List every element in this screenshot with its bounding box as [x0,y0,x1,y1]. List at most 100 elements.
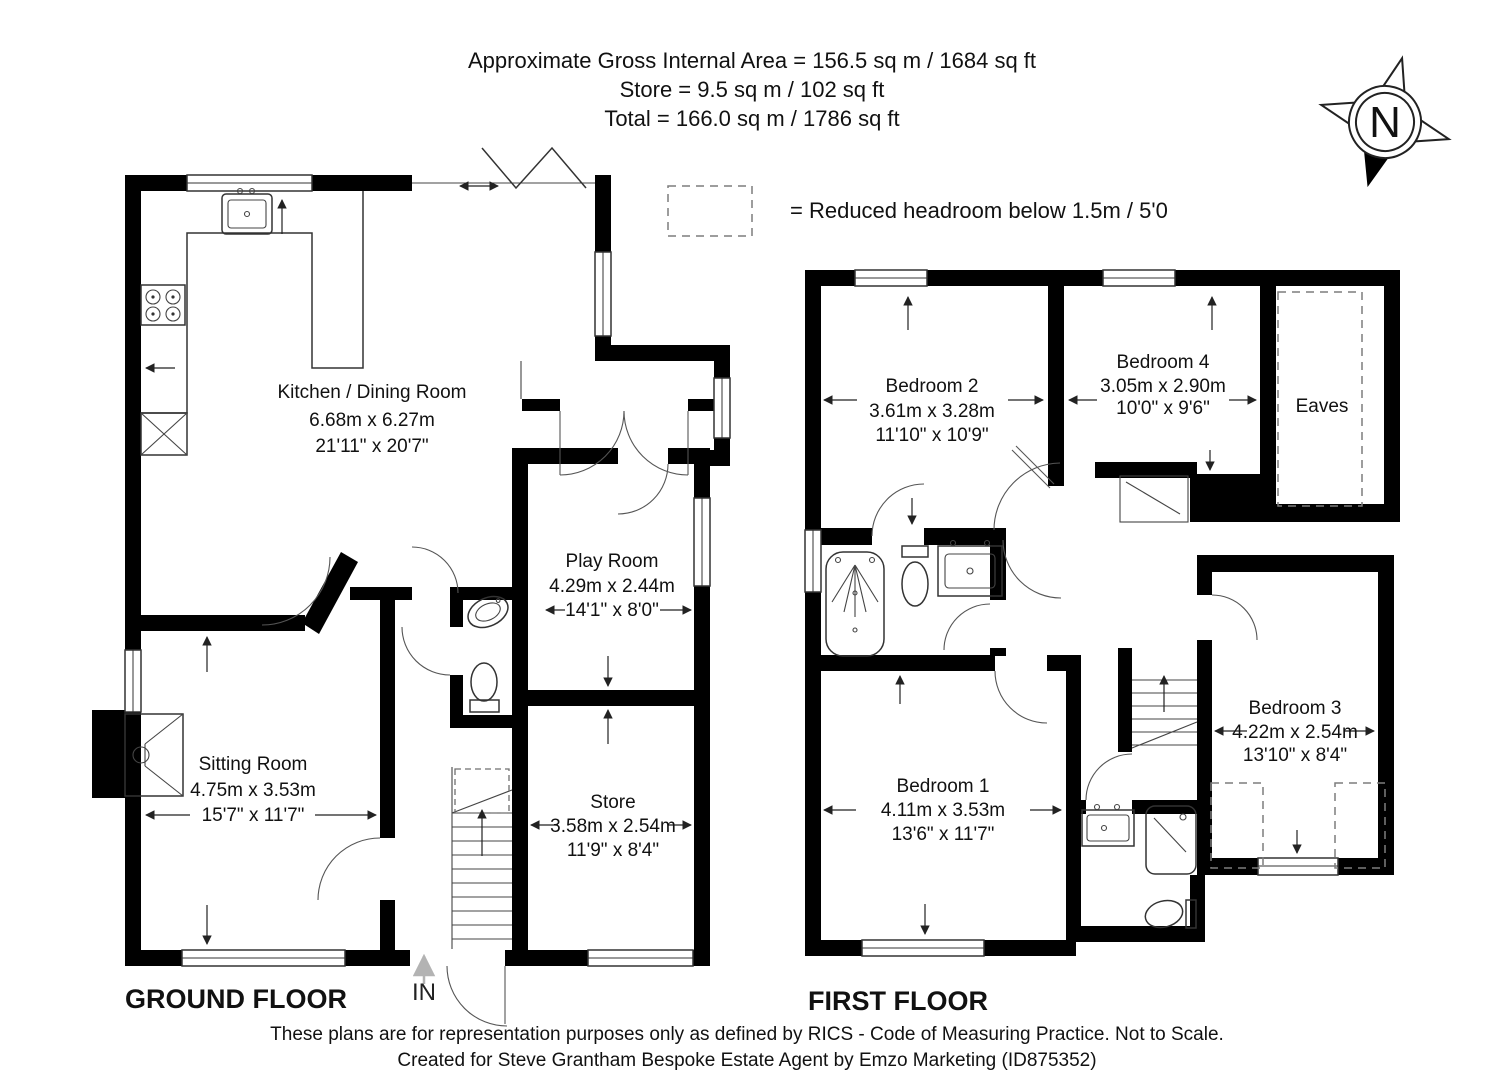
stairs-icon [451,767,513,949]
window [594,251,612,337]
room-imperial: 11'10" x 10'9" [875,425,988,446]
door-arc [943,603,991,651]
room-label-kitchen: Kitchen / Dining Room 6.68m x 6.27m 21'1… [277,382,466,457]
door-arc [623,410,689,476]
ensuite-toilet-icon [1144,899,1197,929]
room-metric: 4.75m x 3.53m [190,780,316,801]
first-floor-dimension-arrows [823,296,1375,935]
footer-line-1: These plans are for representation purpo… [270,1024,1224,1045]
door-arc [617,463,669,515]
room-imperial: 11'9" x 8'4" [567,840,659,861]
room-imperial: 21'11" x 20'7" [315,436,428,457]
first-floor-plan: Bedroom 2 3.61m x 3.28m 11'10" x 10'9" B… [804,269,1400,1016]
appliance-icon [140,412,188,456]
room-name: Kitchen / Dining Room [277,382,466,403]
room-imperial: 14'1" x 8'0" [565,600,659,621]
room-metric: 3.58m x 2.54m [550,816,676,837]
window [1102,269,1176,287]
header-line-1: Approximate Gross Internal Area = 156.5 … [468,48,1036,73]
north-compass-icon: N [1318,55,1452,188]
room-imperial: 10'0" x 9'6" [1116,398,1210,419]
door-arc [1211,594,1258,641]
header-line-3: Total = 166.0 sq m / 1786 sq ft [604,106,899,131]
room-label-eaves: Eaves [1296,396,1349,417]
ground-floor-title: GROUND FLOOR [125,984,347,1014]
room-name: Bedroom 1 [897,776,990,797]
room-name: Bedroom 3 [1249,698,1342,719]
door-arc [1085,753,1133,801]
ground-floor-dimension-arrows [145,181,692,945]
room-metric: 6.68m x 6.27m [309,410,435,431]
first-floor-title: FIRST FLOOR [808,986,988,1016]
window [181,949,346,967]
door-arc [401,626,451,676]
reduced-headroom-area [1210,782,1264,869]
window [693,497,711,587]
door-arc [871,483,925,537]
in-label: IN [412,979,436,1006]
room-label-play: Play Room 4.29m x 2.44m 14'1" x 8'0" [549,551,675,621]
window [861,939,985,957]
footer-line-2: Created for Steve Grantham Bespoke Estat… [397,1050,1096,1071]
first-floor-windows [804,269,1339,957]
door-arc [993,462,1061,531]
reduced-headroom-area [454,768,510,814]
window [186,174,313,192]
room-imperial: 13'6" x 11'7" [892,824,995,845]
room-metric: 4.11m x 3.53m [881,800,1005,821]
window [804,529,822,593]
door-arc [446,965,508,1027]
door-arc [994,670,1048,724]
room-metric: 4.29m x 2.44m [549,576,675,597]
bath-icon [825,551,885,657]
reduced-headroom-swatch [667,185,753,237]
room-metric: 3.61m x 3.28m [869,401,995,422]
reduced-headroom-area [1334,782,1386,869]
window [854,269,928,287]
legend: = Reduced headroom below 1.5m / 5'0 [667,185,1168,237]
door-arc [317,837,381,901]
door-arc [261,556,331,626]
room-label-bedroom2: Bedroom 2 3.61m x 3.28m 11'10" x 10'9" [869,376,995,446]
room-imperial: 15'7" x 11'7" [202,805,305,826]
room-label-sitting: Sitting Room 4.75m x 3.53m 15'7" x 11'7" [190,754,316,826]
window [713,377,731,439]
door-arc [1002,539,1062,599]
room-name: Bedroom 2 [886,376,979,397]
window [124,649,142,713]
kitchen-sink-icon [221,187,273,235]
ground-floor-windows [124,174,731,967]
wc-toilet-icon [469,662,500,713]
fireplace-icon [124,713,184,797]
door-arc [411,546,459,594]
canopy-zigzag [412,146,595,399]
ground-floor-walls [92,175,730,966]
legend-label: = Reduced headroom below 1.5m / 5'0 [790,198,1168,223]
room-label-bedroom1: Bedroom 1 4.11m x 3.53m 13'6" x 11'7" [881,776,1005,845]
vanity-sink-icon [937,539,1003,597]
room-name: Play Room [566,551,659,572]
room-label-bedroom3: Bedroom 3 4.22m x 2.54m 13'10" x 8'4" [1232,698,1358,766]
ensuite-sink-icon [1081,803,1135,847]
ground-floor-plan: Kitchen / Dining Room 6.68m x 6.27m 21'1… [92,146,731,1027]
stove-icon [140,284,186,326]
kitchen-counter-icon [141,191,364,414]
cupboard-icon [1119,475,1189,523]
eaves-dashed-area [1277,291,1363,507]
entrance-in: IN [412,953,436,1006]
room-name: Store [590,792,635,813]
first-floor-walls [805,270,1400,956]
footer: These plans are for representation purpo… [270,1024,1224,1071]
toilet-icon [901,545,929,607]
window [1257,857,1339,876]
shower-icon [1145,805,1197,875]
header-line-2: Store = 9.5 sq m / 102 sq ft [620,77,885,102]
room-name: Sitting Room [199,754,308,775]
compass-north-label: N [1369,98,1401,147]
window [587,949,694,967]
room-name: Bedroom 4 [1117,352,1210,373]
room-metric: 4.22m x 2.54m [1232,722,1358,743]
room-metric: 3.05m x 2.90m [1100,376,1226,397]
